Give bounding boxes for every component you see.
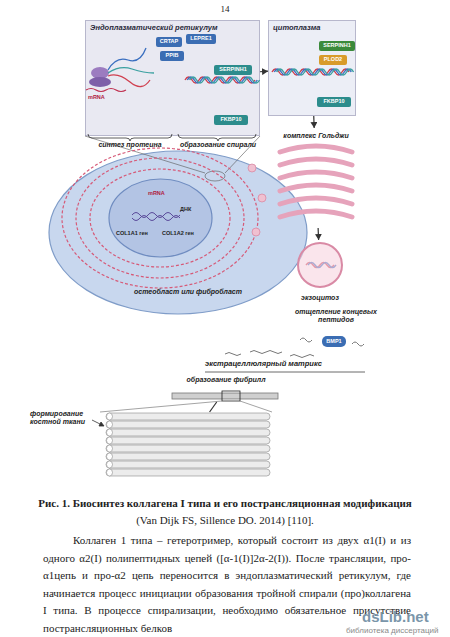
fibril-bar	[100, 391, 278, 412]
cleaved-propeptide	[352, 342, 364, 346]
collagen-fiber	[107, 445, 113, 452]
cell-nucleus-text: COL1A1 ген	[116, 230, 160, 236]
stage-label: образование спирали	[174, 141, 262, 149]
collagen-fiber	[106, 429, 270, 436]
collagen-fiber	[106, 421, 270, 428]
fibril-formation-text: образование фибрилл	[170, 376, 282, 384]
cytoplasm-panel: цитоплазмаSERPINH1PLOD2FKBP10	[268, 20, 356, 116]
protein-tag: PPIB	[160, 51, 184, 61]
cleaved-propeptide	[300, 338, 312, 342]
cell-body-shape	[49, 151, 307, 314]
flow-arrow	[210, 402, 217, 412]
leader-arrow	[92, 420, 104, 426]
process-label: отщепление концевых пептидов	[294, 308, 378, 324]
protein-tag: FKBP10	[317, 97, 351, 107]
collagen-fiber	[107, 453, 113, 460]
cell-nucleus-text: COL1A2 ген	[162, 230, 206, 236]
page-number: 14	[200, 4, 250, 14]
flow-arrow	[313, 116, 315, 128]
er-panel: Эндоплазматический ретикулумCRTAP LEPRE1P…	[85, 20, 260, 136]
stage-label: синтез протеина	[86, 141, 174, 149]
collagen-fiber	[106, 413, 270, 476]
watermark: dsLib.net	[362, 608, 450, 625]
protein-tag-text: PPIB	[160, 51, 184, 61]
protein-tag: PLOD2	[319, 55, 347, 65]
protein-tag-text: CRTAP	[156, 37, 182, 47]
cytoplasm-panel-text: цитоплазма	[273, 24, 353, 33]
fibril-bar	[240, 401, 272, 412]
er-panel-text: Эндоплазматический ретикулум	[90, 24, 255, 33]
leader-arrow	[92, 420, 102, 425]
protein-tag-text: FKBP10	[214, 115, 248, 125]
cell-nucleus-text: mRNA	[148, 190, 178, 196]
gene-label: mRNA	[88, 94, 118, 100]
collagen-fiber	[107, 437, 113, 444]
cell-nucleus-shape	[109, 179, 212, 257]
protein-tag-text: SERPINH1	[319, 41, 355, 51]
cell-nucleus-text: ДНК	[180, 206, 204, 212]
flow-arrow	[318, 228, 320, 240]
protein-tag: SERPINH1	[319, 41, 355, 51]
collagen-bundle: формирование костной ткани	[100, 412, 272, 478]
golgi-cisterna	[280, 172, 352, 178]
collagen-fiber	[107, 429, 113, 436]
cleaved-propeptide	[290, 355, 314, 358]
figure-caption: Рис. 1. Биосинтез коллагена I типа и его…	[12, 497, 438, 510]
exocytosis-vesicle-text: экзоцитоз	[282, 294, 358, 302]
cleaved-propeptide	[225, 353, 241, 356]
flow-arrow	[260, 71, 268, 73]
fibril-formation: образование фибрилл	[170, 376, 282, 402]
collagen-fiber	[106, 445, 270, 452]
enzyme-tag-text: BMP1	[322, 336, 346, 347]
collagen-fiber	[106, 469, 270, 476]
cleaved-propeptide	[250, 351, 282, 354]
collagen-fiber	[106, 413, 270, 420]
cell-body: остеобласт или фибробласт mRNA ДНК COL1A1 г…	[48, 150, 308, 315]
collagen-fiber	[106, 453, 270, 460]
body-text: Коллаген 1 типа – гетеротример, который …	[43, 532, 411, 637]
golgi-complex-text: комплекс Гольджи	[274, 132, 358, 140]
protein-tag: SERPINH1	[214, 65, 252, 75]
triple-helix	[306, 263, 334, 268]
cell-nucleus: mRNA ДНК COL1A1 генCOL1A2 ген	[108, 178, 213, 258]
citation: (Van Dijk FS, Sillence DO. 2014) [110].	[0, 514, 450, 527]
collagen-bundle-text: формирование костной ткани	[30, 410, 94, 426]
region-label: экстрацеллюлярный матрикс	[205, 360, 370, 369]
matrix-line	[205, 372, 365, 373]
protein-tag: CRTAP	[156, 37, 182, 47]
matrix-line	[205, 372, 365, 373]
collagen-fiber	[107, 421, 113, 428]
protein-tag-text: LEPRE1	[186, 34, 216, 44]
triple-helix	[308, 263, 336, 268]
enzyme-tag: BMP1	[322, 336, 346, 347]
collagen-fiber	[106, 461, 270, 468]
collagen-fiber	[107, 413, 113, 420]
fibril-bar	[172, 393, 278, 399]
golgi-cisterna	[280, 159, 352, 165]
golgi-cisterna	[280, 146, 352, 152]
leader-arrow	[99, 422, 104, 426]
watermark-subtitle: библиотека диссертаций	[346, 626, 450, 635]
protein-tag: LEPRE1	[186, 34, 216, 44]
fibril-bar	[222, 391, 240, 401]
golgi-cisterna	[280, 185, 352, 191]
collagen-fiber	[106, 437, 270, 444]
collagen-fiber	[107, 461, 113, 468]
collagen-fiber	[107, 469, 113, 476]
cell-body-text: остеобласт или фибробласт	[123, 288, 253, 296]
protein-tag-text: PLOD2	[319, 55, 347, 65]
protein-tag: FKBP10	[214, 115, 248, 125]
fibril-bar	[100, 401, 222, 412]
protein-tag-text: SERPINH1	[214, 65, 252, 75]
protein-tag-text: FKBP10	[317, 97, 351, 107]
